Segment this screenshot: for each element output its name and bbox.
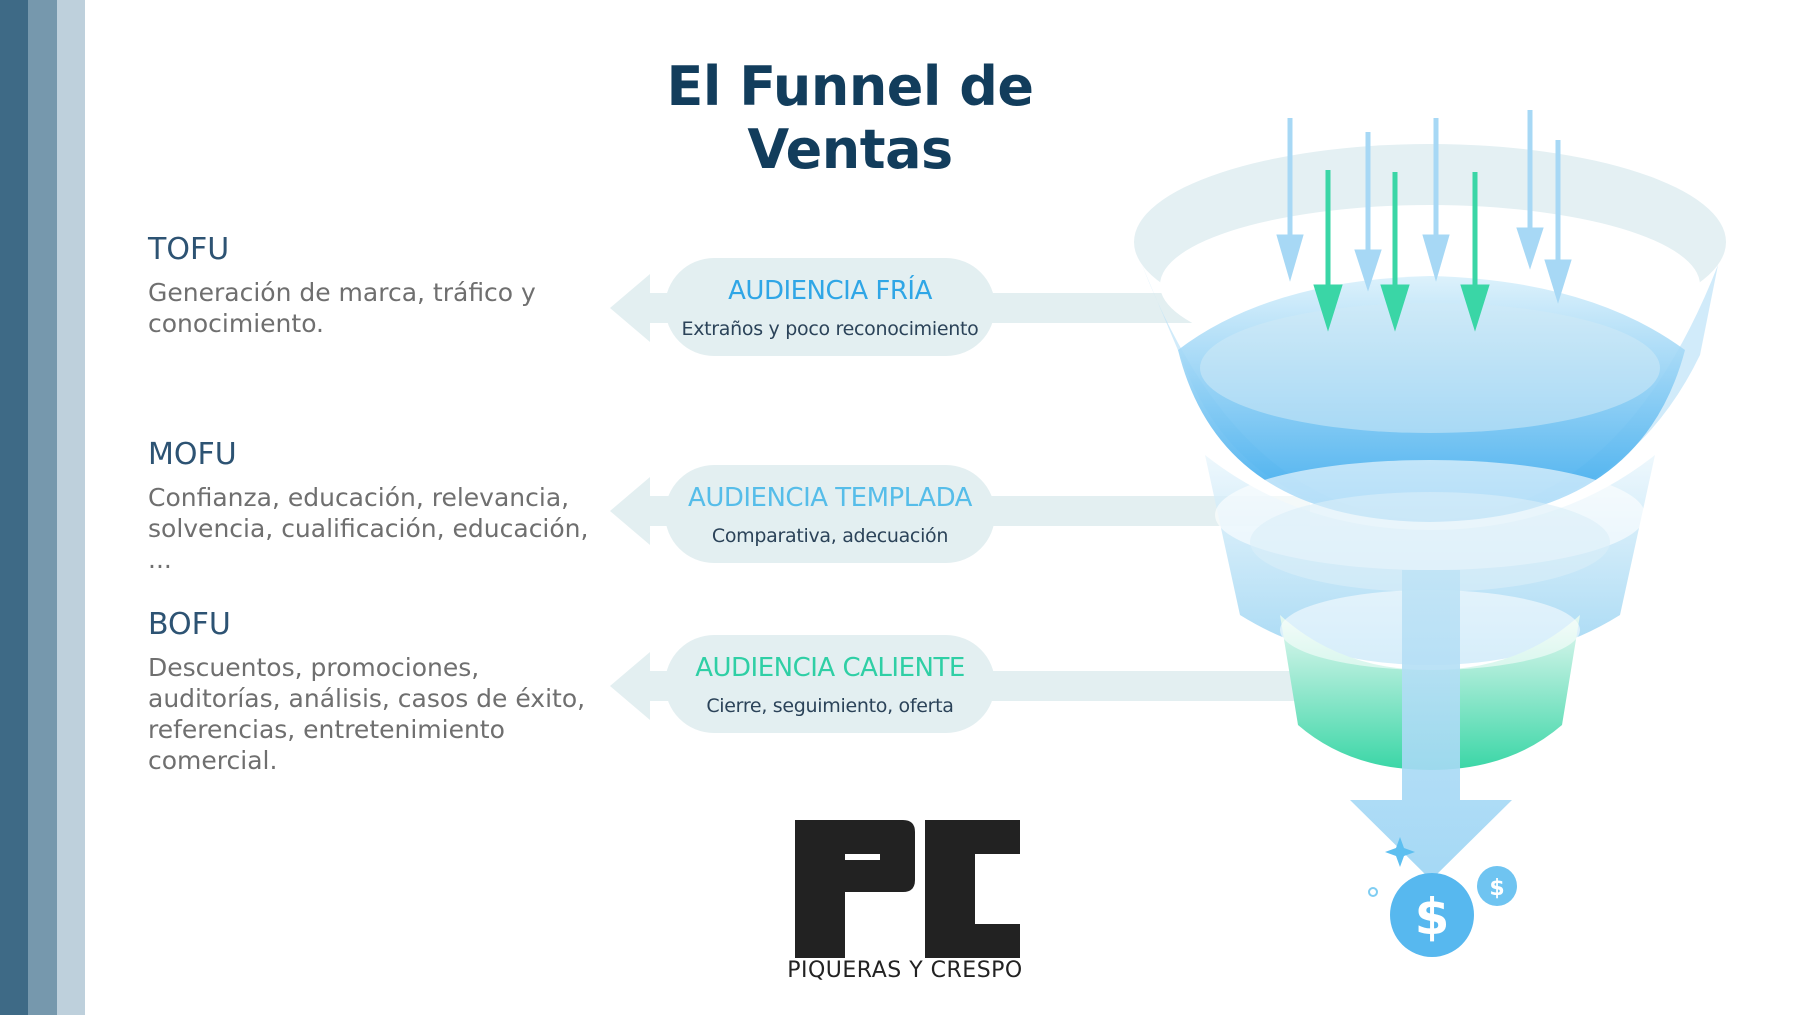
stage-description: Generación de marca, tráfico y conocimie… [148,278,536,338]
audience-subtitle: Extraños y poco reconocimiento [681,318,979,340]
audience-subtitle: Cierre, seguimiento, oferta [706,695,954,717]
coin-large [1390,873,1474,957]
left-stripe-mid [28,0,57,1015]
audience-pill-cold: AUDIENCIA FRÍA Extraños y poco reconocim… [665,258,995,356]
audience-pill-hot: AUDIENCIA CALIENTE Cierre, seguimiento, … [665,635,995,733]
coin-small-symbol: $ [1489,876,1504,901]
coin-small [1477,866,1517,906]
audience-pill-warm: AUDIENCIA TEMPLADA Comparativa, adecuaci… [665,465,995,563]
stage-name: BOFU [148,607,231,642]
funnel-illustration: $ $ [1134,110,1726,957]
incoming-arrows-green [1313,170,1490,332]
audience-subtitle: Comparativa, adecuación [711,525,949,547]
audience-title: AUDIENCIA FRÍA [728,276,932,306]
page-title: El Funnel de Ventas [666,55,1034,181]
left-stripe-light [57,0,85,1015]
stage-name: MOFU [148,437,237,472]
audience-title: AUDIENCIA CALIENTE [695,653,965,683]
coin-large-symbol: $ [1415,888,1450,946]
incoming-arrows-blue [1276,110,1572,304]
stage-description: Descuentos, promociones, auditorías, aná… [148,653,586,775]
stage-bofu: BOFU Descuentos, promociones, auditorías… [148,607,618,776]
left-stripe-dark [0,0,28,1015]
stage-description: Confianza, educación, relevancia, solven… [148,483,589,574]
audience-title: AUDIENCIA TEMPLADA [688,483,972,513]
stage-mofu: MOFU Confianza, educación, relevancia, s… [148,437,618,575]
stage-name: TOFU [148,232,230,267]
stage-tofu: TOFU Generación de marca, tráfico y cono… [148,232,618,339]
company-name: PIQUERAS Y CRESPO [787,958,1023,983]
company-logo [795,820,1020,958]
